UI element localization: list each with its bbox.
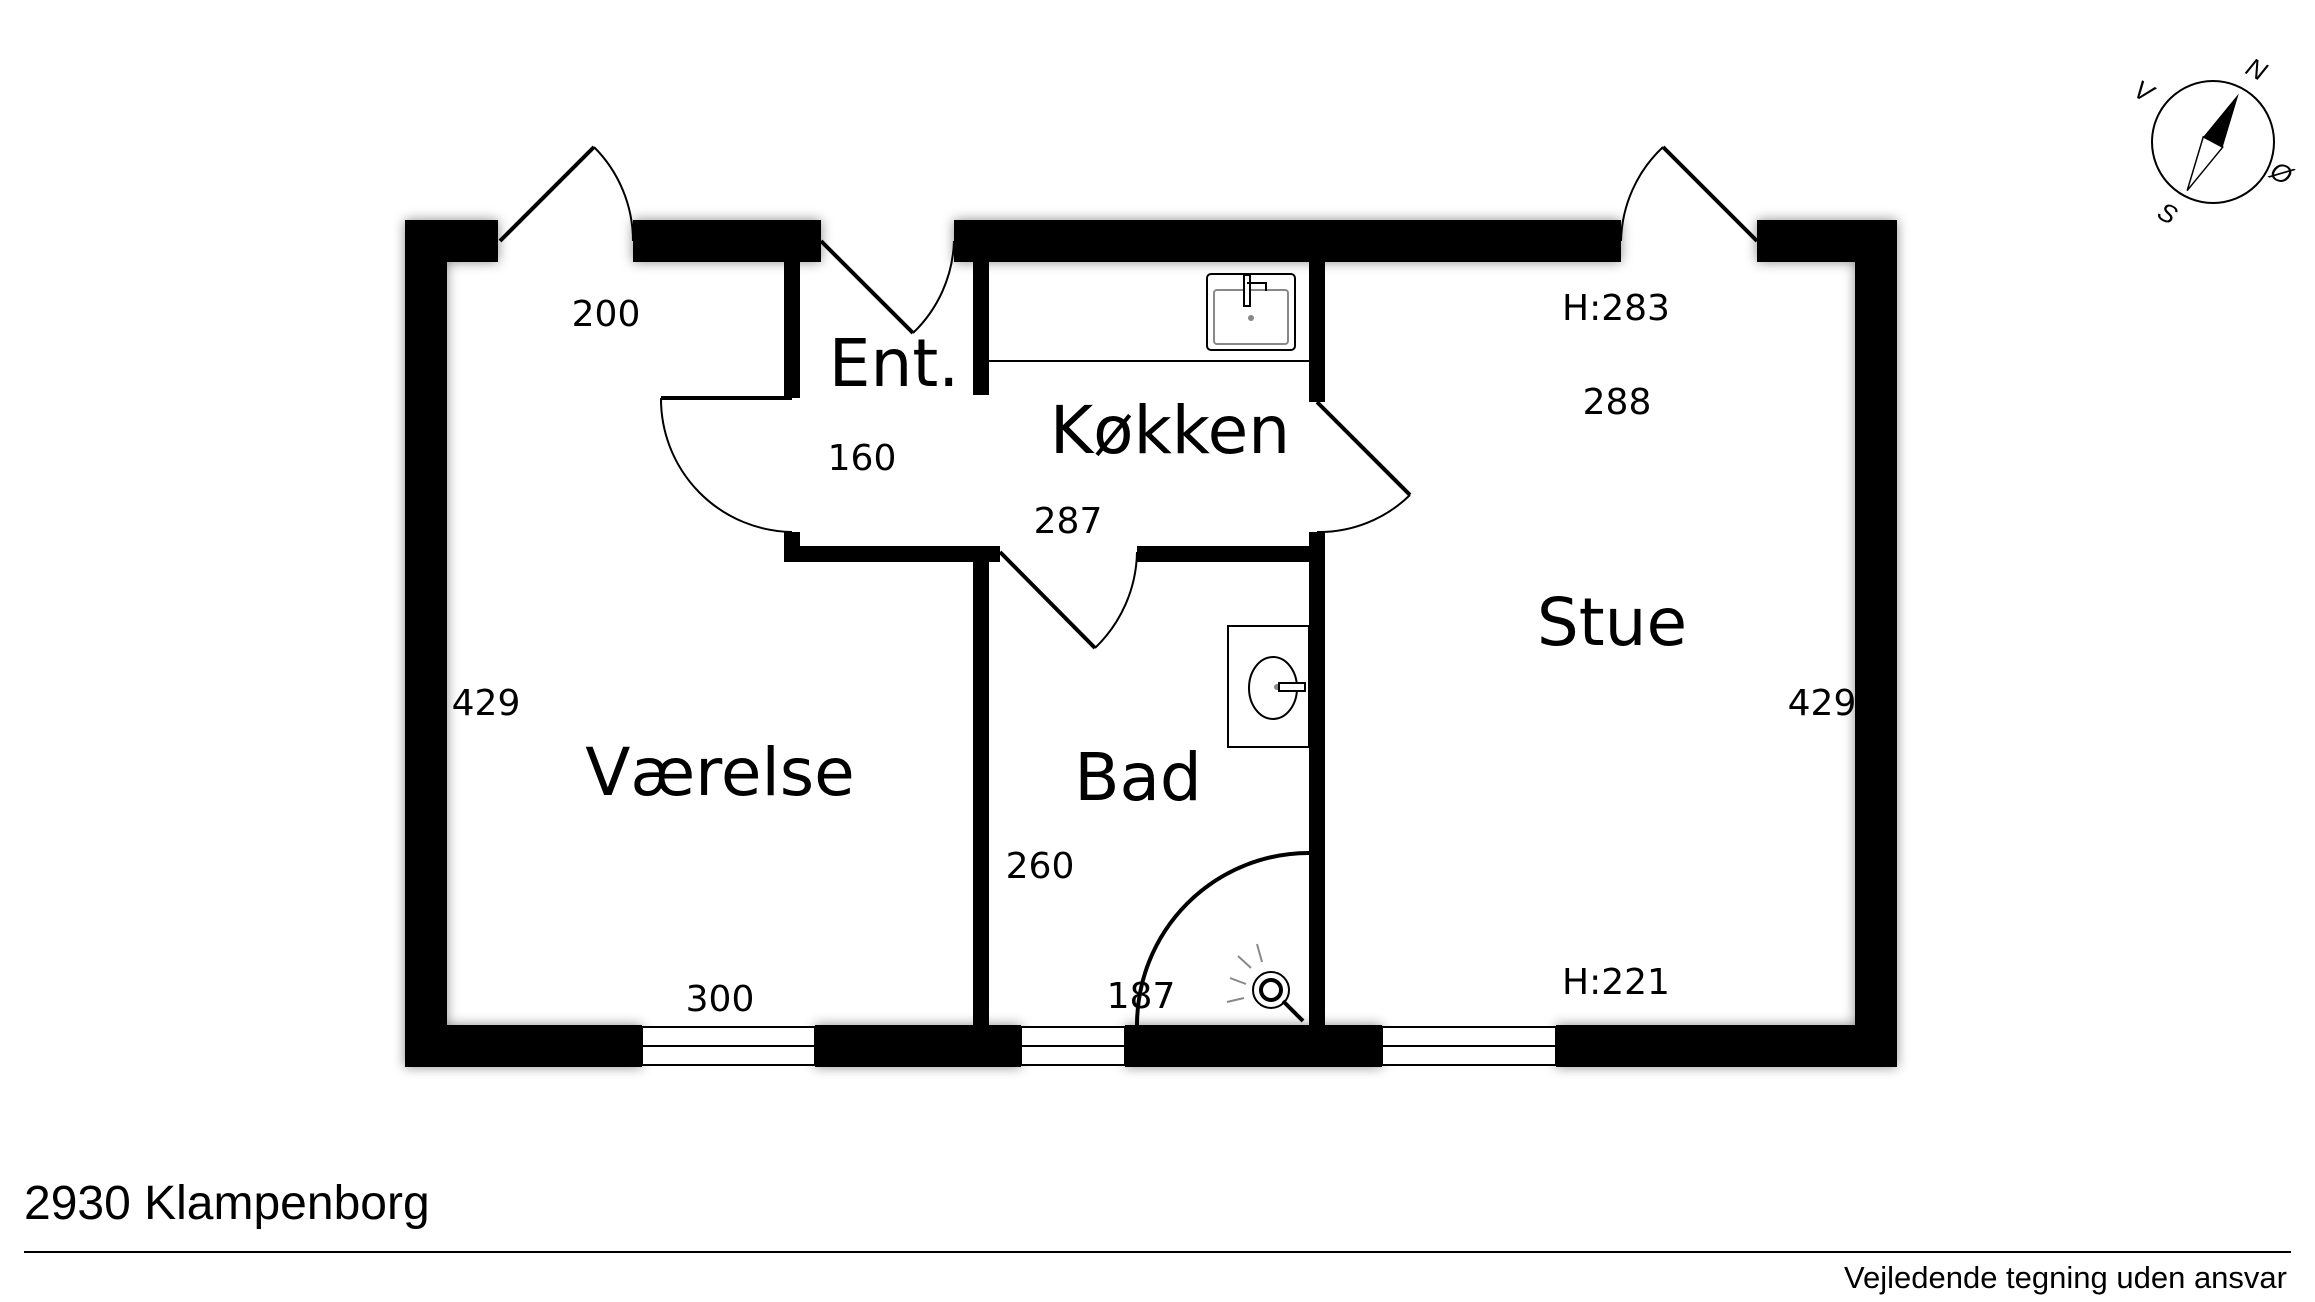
compass-south-needle-icon	[2186, 135, 2224, 192]
window-stue	[1381, 1026, 1557, 1066]
compass-north: N	[2241, 51, 2272, 86]
shower-head-icon	[1226, 943, 1305, 1023]
kitchen-counter	[989, 273, 1309, 362]
room-label-stue: Stue	[1537, 584, 1687, 661]
footer-divider	[24, 1251, 2291, 1253]
door-stue-hall	[1315, 400, 1412, 534]
room-label-kokken: Køkken	[1050, 392, 1290, 469]
dim-vaerelse-top: 200	[572, 294, 641, 335]
dim-stue-width: 288	[1583, 382, 1652, 423]
dim-bad-bottom: 187	[1107, 976, 1176, 1017]
compass-north-needle-icon	[2203, 93, 2239, 148]
window-bad	[1020, 1026, 1126, 1066]
compass-south: S	[2153, 196, 2183, 231]
kitchen-sink-icon	[1206, 273, 1296, 351]
window-vaerelse	[641, 1026, 816, 1066]
dim-stue-top-height: H:283	[1562, 288, 1670, 329]
dim-stue-bottom-height: H:221	[1562, 962, 1670, 1003]
room-labels: Værelse Ent. Køkken Bad Stue	[585, 325, 1687, 816]
door-bad	[998, 550, 1138, 650]
compass: N S Ø V	[2129, 51, 2299, 230]
dim-bad-side: 260	[1006, 846, 1075, 887]
windows	[641, 1026, 1557, 1066]
door-entrance	[819, 239, 955, 335]
interior-walls	[784, 262, 1325, 1025]
dimension-labels: 200 429 300 160 287 260 187 H:283 288 42…	[452, 288, 1857, 1020]
doors	[498, 145, 1759, 1026]
dim-vaerelse-bottom: 300	[686, 979, 755, 1020]
door-stue-exterior	[1620, 145, 1759, 243]
address-label: 2930 Klampenborg	[24, 1177, 430, 1230]
door-vaerelse-exterior	[498, 145, 634, 243]
dim-stue-side: 429	[1788, 683, 1857, 724]
bathroom-sink-icon	[1227, 625, 1310, 748]
disclaimer-label: Vejledende tegning uden ansvar	[1844, 1260, 2287, 1295]
compass-west: V	[2129, 74, 2161, 110]
room-label-ent: Ent.	[829, 325, 959, 402]
dim-ent-width: 160	[828, 438, 897, 479]
dim-kokken-width: 287	[1034, 501, 1103, 542]
room-label-vaerelse: Værelse	[585, 734, 855, 811]
outer-walls	[405, 220, 1897, 1067]
room-label-bad: Bad	[1074, 739, 1202, 816]
dim-vaerelse-side: 429	[452, 683, 521, 724]
shower-arc	[1135, 851, 1310, 1026]
door-vaerelse-hall	[659, 396, 793, 533]
